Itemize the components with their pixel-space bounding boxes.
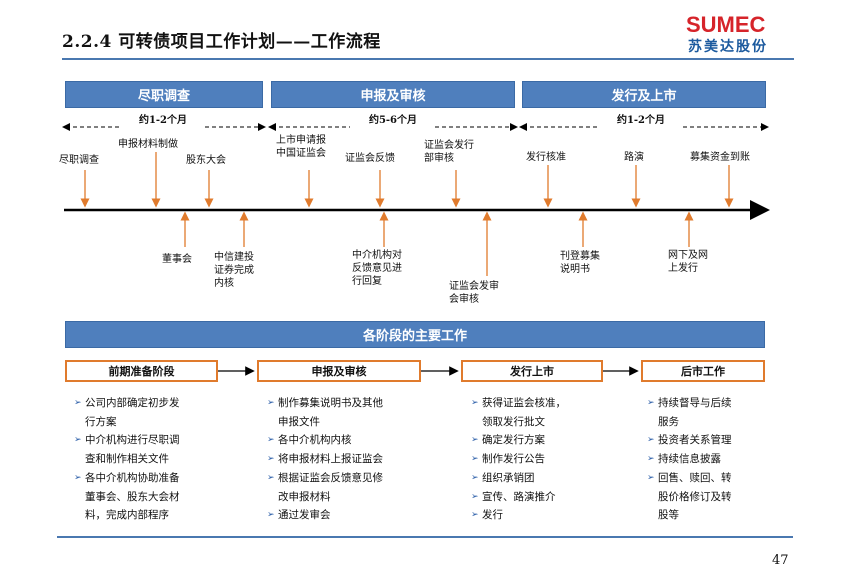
- event-issuance-approval: 发行核准: [526, 152, 566, 163]
- event-prepare-filing: 申报材料制做: [118, 139, 178, 150]
- list-item: ➢确定发行方案: [471, 431, 566, 450]
- chevron-bullet-icon: ➢: [74, 398, 82, 408]
- stage-box-issuance: 发行上市: [461, 360, 603, 382]
- chevron-bullet-icon: ➢: [647, 398, 655, 408]
- list-item: ➢各中介机构协助准备 董事会、股东大会材 料，完成内部程序: [74, 469, 180, 525]
- event-csrc-feedback: 证监会反馈: [345, 153, 395, 164]
- section-title-bar: 各阶段的主要工作: [65, 321, 765, 348]
- chevron-bullet-icon: ➢: [647, 472, 655, 483]
- list-item: ➢持续督导与后续 服务: [647, 394, 732, 431]
- list-item: ➢回售、赎回、转 股价格修订及转 股等: [647, 469, 732, 525]
- list-item: ➢组织承销团: [471, 469, 566, 488]
- event-funds-received: 募集资金到账: [690, 152, 750, 163]
- chevron-bullet-icon: ➢: [471, 435, 479, 446]
- chevron-bullet-icon: ➢: [647, 454, 655, 465]
- list-item: ➢将申报材料上报证监会: [267, 450, 383, 469]
- event-board-meeting: 董事会: [162, 254, 192, 265]
- chevron-bullet-icon: ➢: [471, 510, 479, 521]
- list-item: ➢获得证监会核准， 领取发行批文: [471, 394, 566, 431]
- stage-box-filing: 申报及审核: [257, 360, 421, 382]
- page-title: 2.2.4 可转债项目工作计划——工作流程: [62, 32, 381, 52]
- chevron-bullet-icon: ➢: [471, 472, 479, 483]
- chevron-bullet-icon: ➢: [267, 510, 275, 521]
- list-item: ➢制作发行公告: [471, 450, 566, 469]
- list-item: ➢各中介机构内核: [267, 431, 383, 450]
- phase-duration-1: 约1-2个月: [138, 115, 188, 126]
- chevron-bullet-icon: ➢: [267, 454, 275, 465]
- chevron-bullet-icon: ➢: [471, 454, 479, 465]
- phase-header-issuance-listing: 发行及上市: [522, 81, 766, 108]
- event-submit-csrc: 上市申请报 中国证监会: [276, 135, 326, 159]
- stage-box-preparation: 前期准备阶段: [65, 360, 218, 382]
- list-item: ➢公司内部确定初步发 行方案: [74, 394, 180, 431]
- event-publish-prospectus: 刊登募集 说明书: [560, 251, 600, 275]
- chevron-bullet-icon: ➢: [74, 435, 82, 446]
- chevron-bullet-icon: ➢: [267, 472, 275, 483]
- list-item: ➢中介机构进行尽职调 查和制作相关文件: [74, 431, 180, 468]
- bottom-divider: [57, 536, 793, 538]
- list-item: ➢通过发审会: [267, 506, 383, 525]
- event-offering: 网下及网 上发行: [668, 250, 708, 274]
- event-feedback-reply: 中介机构对 反馈意见进 行回复: [352, 250, 402, 287]
- chevron-bullet-icon: ➢: [74, 472, 82, 483]
- stage-list-post-listing: ➢持续督导与后续 服务 ➢投资者关系管理 ➢持续信息披露 ➢回售、赎回、转 股价…: [647, 394, 732, 525]
- stage-box-post-listing: 后市工作: [641, 360, 765, 382]
- chevron-bullet-icon: ➢: [471, 491, 479, 502]
- event-internal-review: 中信建投 证券完成 内核: [214, 252, 254, 289]
- phase-header-due-diligence: 尽职调查: [65, 81, 263, 108]
- chevron-bullet-icon: ➢: [267, 398, 275, 408]
- page-number: 47: [772, 553, 789, 568]
- top-divider: [62, 58, 794, 60]
- stage-list-issuance: ➢获得证监会核准， 领取发行批文 ➢确定发行方案 ➢制作发行公告 ➢组织承销团 …: [471, 394, 566, 525]
- list-item: ➢持续信息披露: [647, 450, 732, 469]
- list-item: ➢制作募集说明书及其他 申报文件: [267, 394, 383, 431]
- list-item: ➢发行: [471, 506, 566, 525]
- chevron-bullet-icon: ➢: [267, 435, 275, 446]
- event-due-diligence: 尽职调查: [59, 155, 99, 166]
- list-item: ➢宣传、路演推介: [471, 488, 566, 507]
- event-shareholder-meeting: 股东大会: [186, 155, 226, 166]
- event-issuance-committee: 证监会发审 会审核: [449, 281, 499, 305]
- chevron-bullet-icon: ➢: [647, 435, 655, 446]
- stage-list-filing: ➢制作募集说明书及其他 申报文件 ➢各中介机构内核 ➢将申报材料上报证监会 ➢根…: [267, 394, 383, 525]
- phase-duration-2: 约5-6个月: [368, 115, 418, 126]
- stage-list-preparation: ➢公司内部确定初步发 行方案 ➢中介机构进行尽职调 查和制作相关文件 ➢各中介机…: [74, 394, 180, 525]
- logo-text: SUMEC: [686, 12, 766, 37]
- event-roadshow: 路演: [624, 152, 644, 163]
- phase-header-filing-review: 申报及审核: [271, 81, 515, 108]
- logo-subtext: 苏美达股份: [688, 39, 768, 55]
- phase-duration-3: 约1-2个月: [616, 115, 666, 126]
- chevron-bullet-icon: ➢: [471, 398, 479, 408]
- list-item: ➢根据证监会反馈意见修 改申报材料: [267, 469, 383, 506]
- list-item: ➢投资者关系管理: [647, 431, 732, 450]
- event-csrc-review: 证监会发行 部审核: [424, 140, 474, 164]
